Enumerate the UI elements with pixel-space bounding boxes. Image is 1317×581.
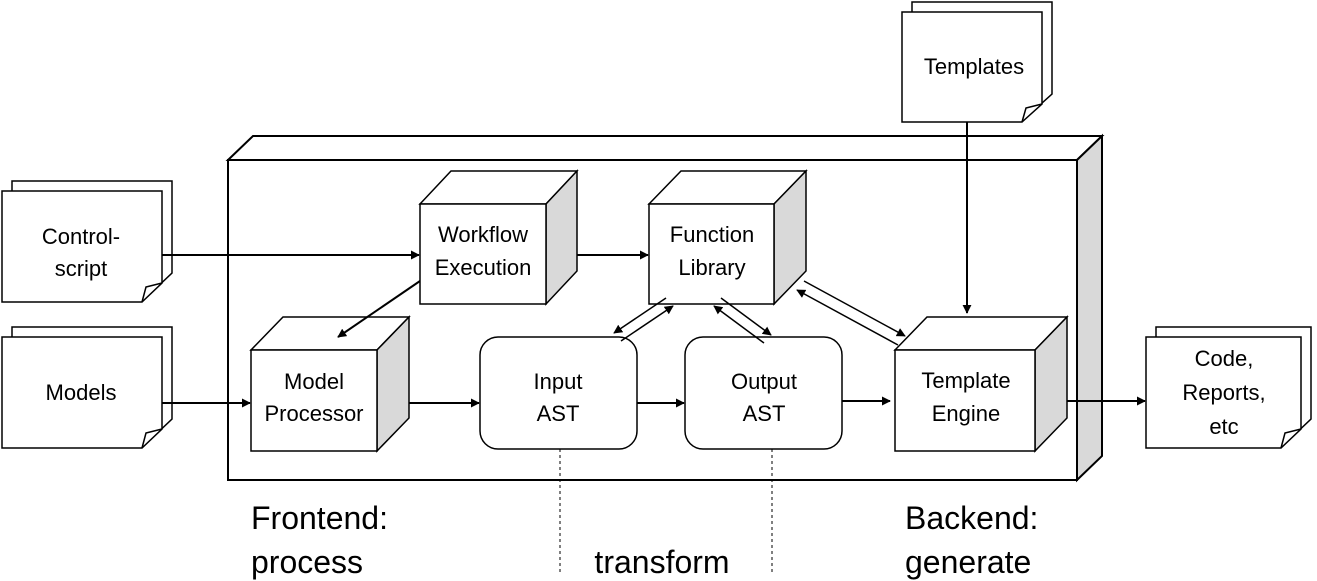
model-processor-label-line2: Processor	[264, 401, 363, 426]
arrow-pair-library-input-ast	[613, 297, 674, 342]
workflow-execution-cube: Workflow Execution	[418, 169, 579, 306]
arrow-pair-library-output-ast	[713, 297, 772, 344]
workflow-execution-label-line2: Execution	[435, 255, 532, 280]
phase-separators	[559, 449, 773, 572]
templates-document: Templates	[901, 1, 1053, 123]
model-processor-label-line1: Model	[284, 369, 344, 394]
workflow-execution-label-line1: Workflow	[438, 222, 528, 247]
backend-label-line2: generate	[905, 544, 1031, 580]
control-script-label-line1: Control-	[42, 224, 120, 249]
function-library-label-line2: Library	[678, 255, 745, 280]
output-ast-label-line2: AST	[743, 401, 786, 426]
input-ast-label-line1: Input	[534, 369, 583, 394]
frontend-label-line2: process	[251, 544, 363, 580]
template-engine-label-line2: Engine	[932, 401, 1001, 426]
function-library-cube: Function Library	[647, 169, 808, 306]
input-ast-label-line2: AST	[537, 401, 580, 426]
input-ast-box: Input AST	[479, 336, 638, 450]
phase-labels: Frontend: process transform Backend: gen…	[251, 500, 1038, 580]
models-document: Models	[1, 326, 173, 449]
arrow-pair-library-template-engine	[796, 280, 906, 346]
template-engine-label-line1: Template	[921, 368, 1010, 393]
frontend-label-line1: Frontend:	[251, 500, 388, 536]
models-label: Models	[46, 380, 117, 405]
bidirectional-arrows	[613, 280, 906, 346]
code-reports-document: Code, Reports, etc	[1145, 326, 1312, 449]
code-reports-label-line1: Code,	[1195, 346, 1254, 371]
output-ast-label-line1: Output	[731, 369, 797, 394]
code-reports-label-line2: Reports,	[1182, 380, 1265, 405]
function-library-label-line1: Function	[670, 222, 754, 247]
control-script-label-line2: script	[55, 256, 108, 281]
transform-label: transform	[594, 544, 729, 580]
output-ast-box: Output AST	[684, 336, 843, 450]
code-reports-label-line3: etc	[1209, 414, 1238, 439]
flow-arrows	[162, 122, 1146, 408]
template-engine-cube: Template Engine	[893, 315, 1069, 453]
control-script-document: Control- script	[1, 180, 173, 303]
arrow-workflow-to-model-processor	[337, 280, 421, 338]
model-processor-cube: Model Processor	[249, 315, 411, 453]
templates-label: Templates	[924, 54, 1024, 79]
backend-label-line1: Backend:	[905, 500, 1038, 536]
